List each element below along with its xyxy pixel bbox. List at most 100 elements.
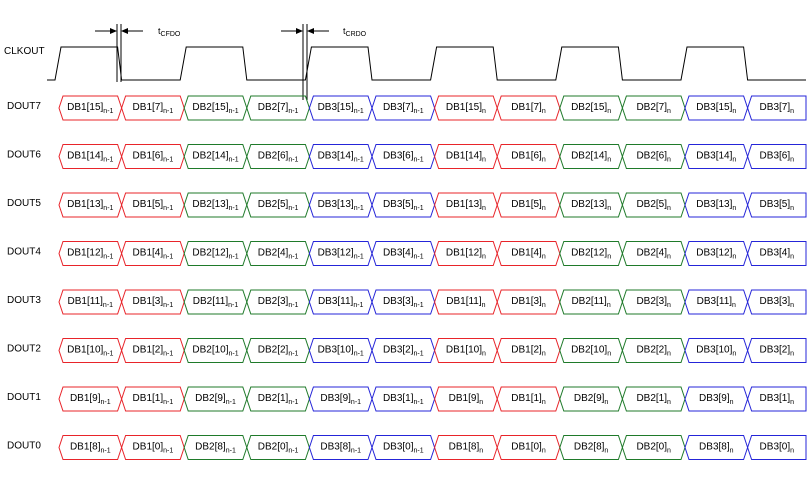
tcrdo-arrowhead-right [307,28,314,34]
data-cell-label: DB2[10]n [571,345,611,358]
data-cell-label: DB2[5]n [636,199,671,212]
signal-label: DOUT6 [7,150,41,161]
tcfdo-arrowhead-left [110,28,117,34]
data-cell-label: DB3[9]n-1 [320,393,361,406]
data-cell-label: DB1[1]n [511,393,546,406]
data-cell-label: DB3[4]n [760,248,795,261]
data-cell-label: DB2[1]n-1 [258,393,299,406]
data-cell-label: DB2[8]n [574,442,609,455]
data-cell-label: DB1[13]n-1 [67,199,113,212]
data-cell-label: DB3[7]n-1 [383,102,424,115]
data-cell-label: DB2[1]n [636,393,671,406]
data-cell-label: DB2[13]n [571,199,611,212]
data-cell [747,435,807,460]
data-cell-label: DB3[5]n-1 [383,199,424,212]
data-cell-label: DB3[4]n-1 [383,248,424,261]
data-cell-label: DB3[9]n [699,393,734,406]
data-cell-label: DB2[8]n-1 [195,442,236,455]
data-cell-label: DB1[0]n-1 [133,442,174,455]
data-cell-label: DB1[3]n-1 [133,296,174,309]
clock-signal: CLKOUT [4,46,806,81]
data-cell-label: DB1[4]n-1 [133,248,174,261]
data-cell-label: DB1[15]n-1 [67,102,113,115]
data-cell-label: DB1[10]n [446,345,486,358]
data-cell-label: DB2[11]n [571,296,610,309]
data-cell-label: DB3[13]n-1 [318,199,364,212]
data-cell-label: DB2[2]n [636,345,671,358]
data-cell-label: DB2[9]n-1 [195,393,236,406]
data-cell-label: DB3[3]n [760,296,795,309]
data-cell-label: DB2[6]n-1 [258,151,299,164]
data-cell-label: DB1[6]n [511,151,546,164]
signal-label: DOUT5 [7,198,41,209]
data-cell-label: DB1[9]n-1 [70,393,111,406]
data-cell [747,241,807,266]
data-cell-label: DB3[0]n-1 [383,442,424,455]
data-cell-label: DB1[7]n [511,102,546,115]
data-cell-label: DB3[6]n-1 [383,151,424,164]
data-cell-label: DB3[1]n [760,393,795,406]
data-cell-label: DB2[11]n-1 [193,296,239,309]
signal-label: DOUT1 [7,392,41,403]
data-cell-label: DB3[10]n-1 [318,345,364,358]
data-cell-label: DB2[10]n-1 [192,345,238,358]
data-cell-label: DB1[9]n [449,393,484,406]
data-cell-label: DB1[5]n [511,199,546,212]
data-cell-label: DB2[3]n [636,296,671,309]
data-cell-label: DB1[1]n-1 [133,393,174,406]
data-cell [747,289,807,315]
data-cell-label: DB2[2]n-1 [258,345,299,358]
signal-row-dout1: DOUT1 DB1[9]n-1 DB1[1]n-1 DB2[9]n-1 DB2[1]n-… [7,386,807,412]
data-cell-label: DB1[0]n [511,442,546,455]
data-cell-label: DB1[5]n-1 [133,199,174,212]
data-cell-label: DB3[2]n [760,345,795,358]
tcrdo-label: tCRDO [343,26,367,38]
data-cell-label: DB1[6]n-1 [133,151,174,164]
data-cell-label: DB1[11]n [446,296,485,309]
data-cell-label: DB3[7]n [760,102,795,115]
data-cell-label: DB2[6]n [636,151,671,164]
tcfdo-label: tCFDO [158,26,181,38]
signal-row-dout2: DOUT2 DB1[10]n-1 DB1[2]n-1 DB2[10]n-1 DB2[2]… [7,338,807,363]
data-cell-label: DB1[15]n [446,102,486,115]
data-cell [747,95,807,121]
data-cell-label: DB2[7]n-1 [258,102,299,115]
data-cell-label: DB1[12]n [446,248,486,261]
data-cell-label: DB2[14]n [571,151,611,164]
data-cell-label: DB1[3]n [511,296,546,309]
clock-label: CLKOUT [4,46,45,57]
signal-label: DOUT7 [7,101,41,112]
data-cell-label: DB2[4]n [636,248,671,261]
data-cell-label: DB1[14]n [446,151,486,164]
data-cell-label: DB2[13]n-1 [192,199,238,212]
data-cell-label: DB3[15]n-1 [318,102,364,115]
data-cell-label: DB3[12]n-1 [318,248,364,261]
data-cell-label: DB2[15]n [571,102,611,115]
signal-label: DOUT2 [7,344,41,355]
data-cell-label: DB3[8]n-1 [320,442,361,455]
data-cell-label: DB1[10]n-1 [67,345,113,358]
data-cell-label: DB1[14]n-1 [67,151,113,164]
data-cell-label: DB3[14]n-1 [318,151,364,164]
data-cell-label: DB3[6]n [760,151,795,164]
data-cell-label: DB3[14]n [696,151,736,164]
data-cell-label: DB2[3]n-1 [258,296,299,309]
data-cell-label: DB3[12]n [696,248,736,261]
data-cell-label: DB1[11]n-1 [68,296,114,309]
data-cell-label: DB3[3]n-1 [383,296,424,309]
data-cell-label: DB2[0]n-1 [258,442,299,455]
data-cell-label: DB3[11]n [697,296,736,309]
data-cell-label: DB1[2]n-1 [133,345,174,358]
data-cell-label: DB1[8]n-1 [70,442,111,455]
data-cell-label: DB2[15]n-1 [192,102,238,115]
tcfdo-arrowhead-right [121,28,128,34]
data-cell-label: DB3[15]n [696,102,736,115]
data-cell-label: DB3[5]n [760,199,795,212]
